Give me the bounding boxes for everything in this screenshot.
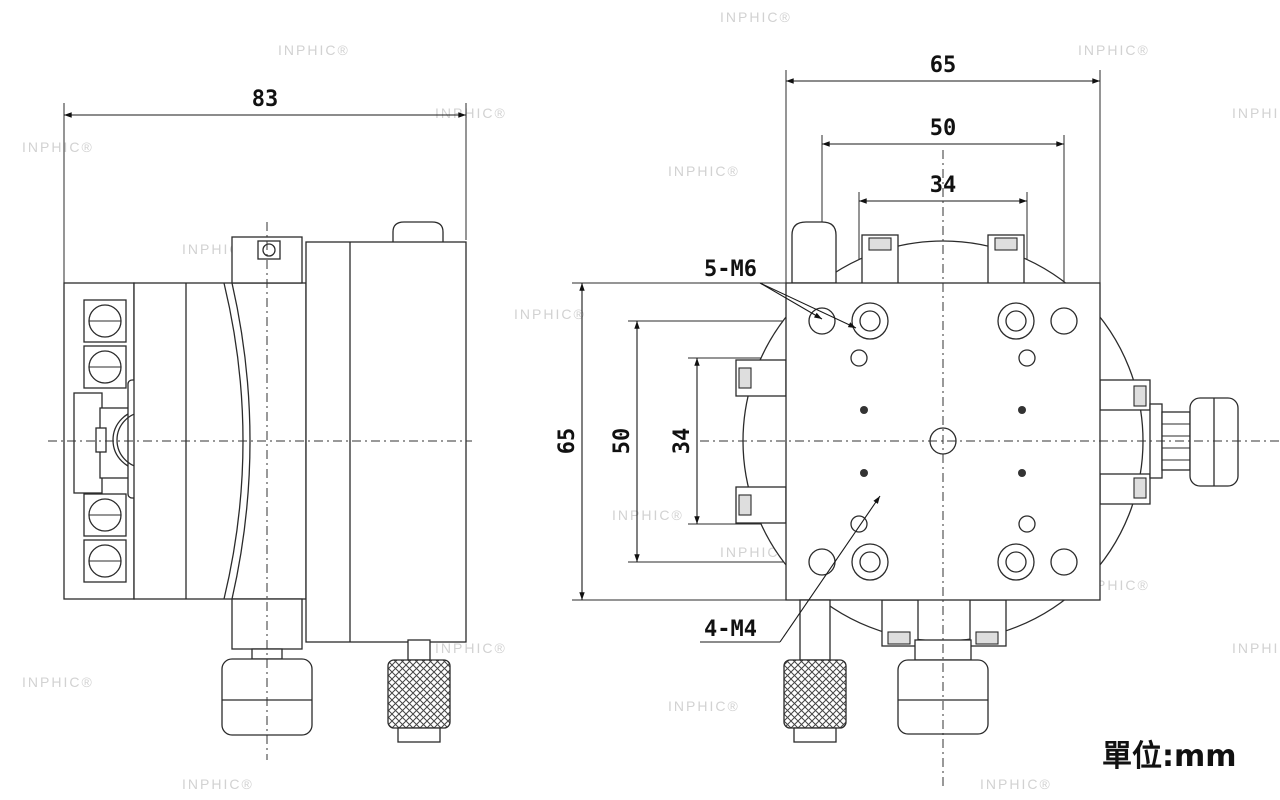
dim-label-65-h: 65 [930,53,957,78]
watermark-text: INPHIC® [22,139,94,155]
callout-4-m4: 4-M4 [700,495,881,643]
dim-label-50-h: 50 [930,116,957,141]
dim-label-34-v: 34 [670,428,695,455]
watermark-text: INPHIC® [668,163,740,179]
unit-label: 單位:mm [1102,739,1237,774]
watermark-text: INPHIC® [1232,640,1280,656]
watermark-text: INPHIC® [435,640,507,656]
watermark-text: INPHIC® [612,507,684,523]
dim-label-65-v: 65 [555,428,580,455]
dimension-50-v: 50 [610,320,810,563]
watermark-text: INPHIC® [278,42,350,58]
screw-column [83,299,127,583]
dim-label-50-v: 50 [610,428,635,455]
top-view: 65 50 34 65 50 [555,53,1280,790]
watermark-text: INPHIC® [1078,42,1150,58]
dim-label-83: 83 [252,87,279,112]
watermark-text: INPHIC® [980,776,1052,792]
knurled-knob-left [387,639,451,743]
callout-5-m6: 5-M6 [700,257,857,329]
micrometer-knob-right [1149,397,1239,487]
watermark-text: INPHIC® [514,306,586,322]
watermark-text: INPHIC® [668,698,740,714]
watermark-text: INPHIC® [1232,105,1280,121]
knurled-knob-right-view [783,599,847,743]
callout-label-5-m6: 5-M6 [704,257,757,282]
drum-body [305,241,467,643]
watermark-text: INPHIC® [720,544,792,560]
watermark-text: INPHIC® [22,674,94,690]
watermark-text: INPHIC® [182,776,254,792]
dimension-83: 83 [63,87,467,283]
callout-label-4-m4: 4-M4 [704,617,757,642]
dimension-65-h: 65 [785,53,1101,283]
side-view: 83 [48,87,472,760]
watermark-text: INPHIC® [435,105,507,121]
watermark-text: INPHIC® [720,9,792,25]
